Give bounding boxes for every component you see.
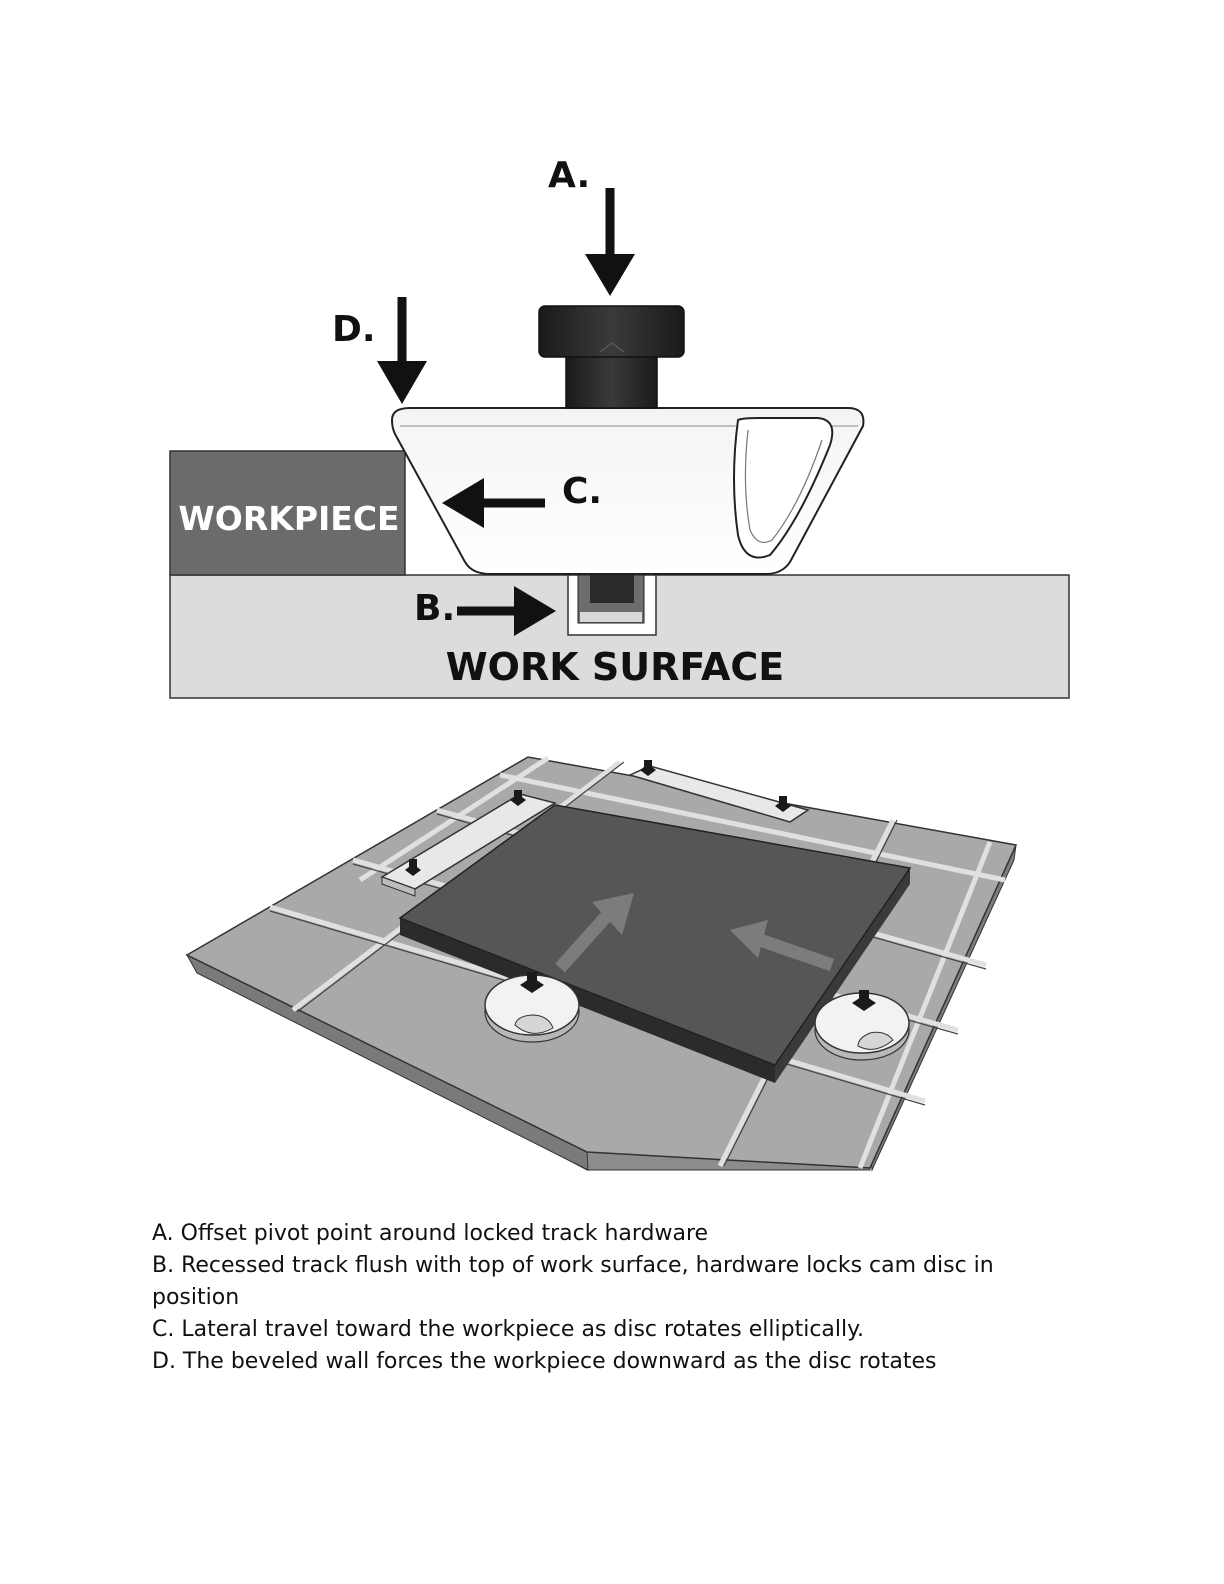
- rail-knobs: [405, 760, 791, 876]
- arrow-a: [585, 188, 635, 296]
- workpiece-panel-side: [400, 918, 775, 1083]
- clamp-diagram: WORKPIECE: [169, 155, 1070, 1172]
- push-arrow-left: [730, 920, 835, 972]
- legend-item-a: A. Offset pivot point around locked trac…: [152, 1221, 709, 1246]
- workpiece-panel: [398, 804, 912, 1066]
- legend-item-c: C. Lateral travel toward the workpiece a…: [152, 1317, 865, 1342]
- side-view: WORKPIECE: [169, 155, 1070, 699]
- legend: A. Offset pivot point around locked trac…: [152, 1218, 1052, 1378]
- label-c: C.: [562, 471, 602, 512]
- arrow-d: [377, 297, 427, 404]
- arrow-c: [442, 478, 545, 528]
- arrow-b: [457, 586, 556, 636]
- legend-item-b: B. Recessed track flush with top of work…: [152, 1253, 994, 1310]
- star-knob: [538, 305, 685, 409]
- cam-disc-right: [814, 990, 910, 1061]
- label-b: B.: [414, 588, 455, 629]
- workpiece-label: WORKPIECE: [178, 499, 399, 538]
- legend-item-d: D. The beveled wall forces the workpiece…: [152, 1349, 937, 1374]
- workpiece-block: [169, 450, 406, 576]
- cam-disc: [390, 407, 865, 575]
- perspective-view: [185, 755, 1018, 1172]
- label-a: A.: [548, 155, 590, 196]
- track-slot: [567, 574, 657, 636]
- work-surface-label: WORK SURFACE: [446, 645, 785, 689]
- push-arrow-up: [555, 893, 634, 973]
- label-d: D.: [332, 309, 376, 350]
- cam-disc-left: [484, 972, 580, 1043]
